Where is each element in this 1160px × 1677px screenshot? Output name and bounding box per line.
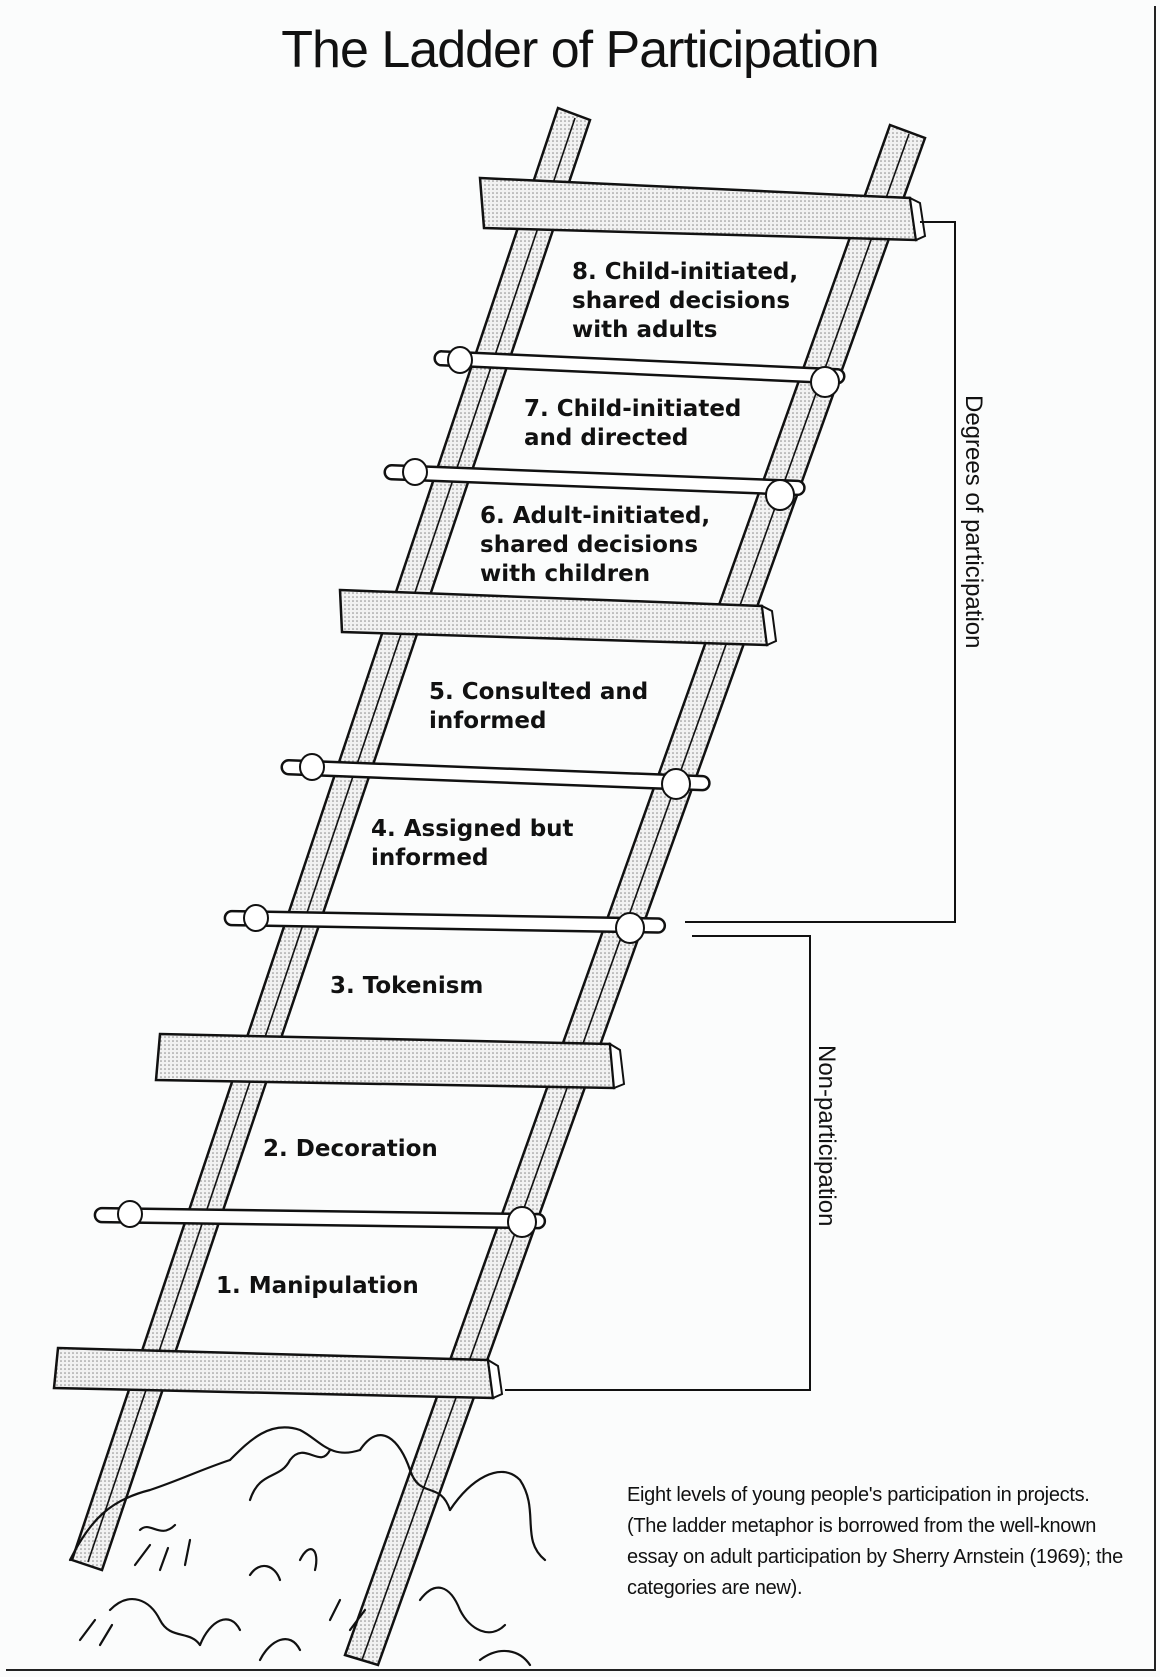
level-1-label: 1. Manipulation xyxy=(216,1273,419,1299)
level-4-label: 4. Assigned but informed xyxy=(371,816,574,871)
level-5-label: 5. Consulted and informed xyxy=(429,679,649,734)
non-participation-label: Non-participation xyxy=(813,1045,840,1227)
plank-top xyxy=(478,176,927,242)
page-frame xyxy=(6,6,1156,1671)
degrees-of-participation-label: Degrees of participation xyxy=(960,395,987,649)
right-rail xyxy=(343,123,927,1667)
level-2-label: 2. Decoration xyxy=(263,1136,438,1162)
plank-bottom xyxy=(52,1346,504,1400)
bracket-non-participation xyxy=(505,935,811,1391)
rung xyxy=(93,350,846,1230)
bracket-participation xyxy=(685,221,956,923)
plank-lower xyxy=(154,1032,626,1090)
page-title: The Ladder of Participation xyxy=(281,21,879,79)
level-8-label: 8. Child-initiated, shared decisions wit… xyxy=(572,259,799,343)
figure-caption: Eight levels of young people's participa… xyxy=(627,1484,1123,1599)
level-7-label: 7. Child-initiated and directed xyxy=(524,396,742,451)
level-3-label: 3. Tokenism xyxy=(330,973,484,999)
level-6-label: 6. Adult-initiated, shared decisions wit… xyxy=(480,503,711,587)
plank-middle xyxy=(338,588,778,647)
grass-sketch xyxy=(68,1426,547,1667)
